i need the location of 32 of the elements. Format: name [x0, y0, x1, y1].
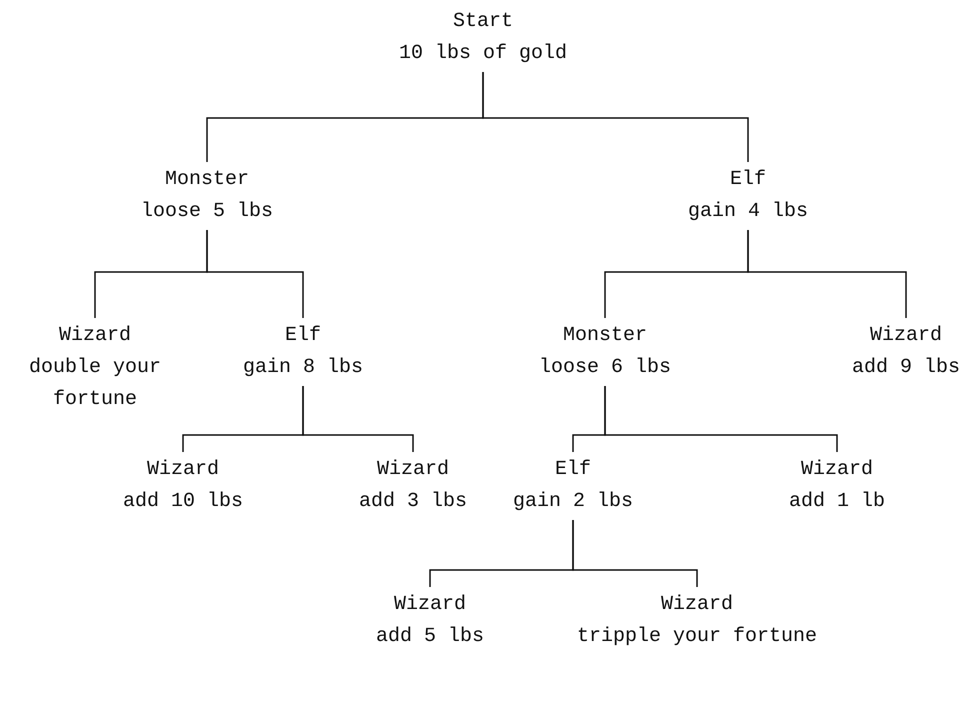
node-title: Monster: [562, 323, 648, 349]
node-detail: double your fortune: [28, 355, 162, 413]
node-detail: add 3 lbs: [359, 489, 468, 515]
node-title: Monster: [164, 167, 250, 193]
node-title: Wizard: [58, 323, 132, 349]
node-detail: add 10 lbs: [123, 489, 244, 515]
connector-line: [206, 230, 304, 318]
node-title: Elf: [554, 457, 592, 483]
node-title: Wizard: [393, 592, 468, 618]
node-detail: add 5 lbs: [376, 624, 484, 650]
node-detail: loose 6 lbs: [539, 355, 672, 381]
node-title: Wizard: [869, 323, 944, 349]
node-title: Wizard: [376, 457, 450, 483]
node-title: Wizard: [146, 457, 220, 483]
node-detail: tripple your fortune: [577, 624, 818, 650]
node-detail: gain 8 lbs: [243, 355, 364, 381]
connector-line: [747, 230, 907, 318]
node-detail: add 9 lbs: [852, 355, 960, 381]
node-title: Wizard: [800, 457, 874, 483]
node-title: Elf: [729, 167, 768, 193]
node-detail: loose 5 lbs: [141, 199, 274, 225]
node-detail: gain 2 lbs: [513, 489, 634, 515]
node-detail: 10 lbs of gold: [399, 41, 568, 67]
node-detail: add 1 lb: [789, 489, 886, 515]
connector-line: [604, 386, 838, 452]
node-detail: gain 4 lbs: [688, 199, 808, 225]
node-title: Wizard: [660, 592, 734, 618]
connector-line: [482, 72, 749, 162]
connector-line: [572, 520, 698, 587]
node-title: Elf: [284, 323, 322, 349]
connector-line: [302, 386, 414, 452]
node-title: Start: [452, 9, 514, 35]
